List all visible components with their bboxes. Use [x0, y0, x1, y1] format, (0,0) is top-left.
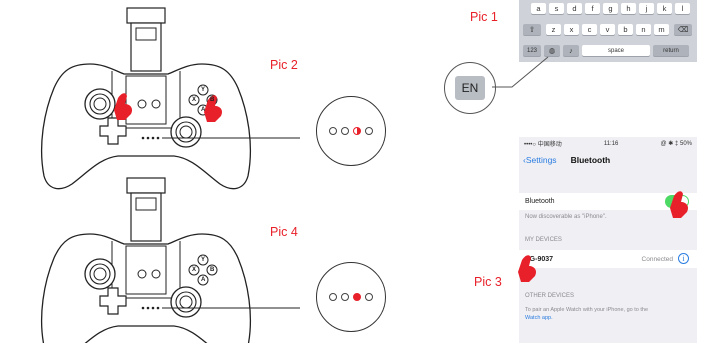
other-devices-header: OTHER DEVICES	[525, 293, 575, 299]
device-status: Connected	[641, 255, 673, 263]
pic4-label: Pic 4	[270, 225, 298, 239]
bluetooth-label: Bluetooth	[525, 198, 555, 205]
led-indicator-panel-2	[316, 262, 386, 332]
backspace-icon[interactable]: ⌫	[674, 24, 692, 35]
callout-line	[492, 56, 549, 88]
key-j[interactable]: j	[639, 3, 654, 14]
key-s[interactable]: s	[549, 3, 564, 14]
key-f[interactable]: f	[585, 3, 600, 14]
face-button-labels: Y B X A Y B X A	[192, 87, 215, 283]
key-b[interactable]: b	[618, 24, 633, 35]
space-key[interactable]: space	[582, 45, 650, 56]
keyboard-row-zxcv: ⇧ z x c v b n m ⌫	[523, 24, 692, 35]
en-key-callout: EN	[444, 62, 496, 114]
hand-pointer-icon	[670, 191, 689, 218]
led-1	[329, 293, 337, 301]
carrier-text: ••••○ 中国移动	[524, 142, 562, 148]
led-indicator-panel-1	[316, 96, 386, 166]
device-row[interactable]: PG-9037 Connected i	[519, 250, 697, 268]
led-3-blinking	[353, 127, 361, 135]
key-z[interactable]: z	[546, 24, 561, 35]
page-title: Bluetooth	[570, 155, 611, 165]
keyboard-row-bottom: 123 ◍ ♪ space return	[523, 45, 689, 56]
key-k[interactable]: k	[657, 3, 672, 14]
shift-icon[interactable]: ⇧	[523, 24, 541, 35]
key-a[interactable]: a	[531, 3, 546, 14]
key-v[interactable]: v	[600, 24, 615, 35]
time-text: 11:16	[603, 140, 619, 147]
hand-pointer-icon	[114, 93, 133, 120]
key-m[interactable]: m	[654, 24, 669, 35]
pic2-label: Pic 2	[270, 58, 298, 72]
battery-text: @ ✱ ‡ 50%	[660, 141, 692, 147]
key-x[interactable]: x	[564, 24, 579, 35]
watch-app-link[interactable]: Watch app.	[525, 315, 553, 321]
key-d[interactable]: d	[567, 3, 582, 14]
ios-keyboard: a s d f g h j k l ⇧ z x c v b n m ⌫ 123 …	[519, 0, 697, 62]
microphone-icon[interactable]: ♪	[563, 45, 579, 56]
controller-diagram	[40, 7, 300, 343]
my-devices-header: MY DEVICES	[525, 237, 562, 243]
discoverable-text: Now discoverable as "iPhone".	[525, 214, 607, 220]
numbers-key[interactable]: 123	[523, 45, 541, 56]
led-3-on	[353, 293, 361, 301]
bluetooth-toggle-row: Bluetooth	[519, 193, 697, 210]
led-2	[341, 293, 349, 301]
key-c[interactable]: c	[582, 24, 597, 35]
key-h[interactable]: h	[621, 3, 636, 14]
pic1-label: Pic 1	[470, 10, 498, 24]
led-2	[341, 127, 349, 135]
keyboard-row-asdf: a s d f g h j k l	[531, 3, 690, 14]
pic3-label: Pic 3	[474, 275, 502, 289]
key-l[interactable]: l	[675, 3, 690, 14]
nav-bar: ‹ Settings Bluetooth	[519, 151, 697, 169]
hand-pointer-icon	[518, 255, 537, 282]
device-name: PG-9037	[525, 255, 554, 263]
en-language-key[interactable]: EN	[455, 76, 485, 100]
key-g[interactable]: g	[603, 3, 618, 14]
pair-watch-text: To pair an Apple Watch with your iPhone,…	[525, 307, 649, 313]
led-4	[365, 293, 373, 301]
led-4	[365, 127, 373, 135]
info-icon[interactable]: i	[678, 253, 689, 264]
back-button[interactable]: Settings	[525, 155, 557, 165]
globe-icon[interactable]: ◍	[544, 45, 560, 56]
led-1	[329, 127, 337, 135]
return-key[interactable]: return	[653, 45, 689, 56]
hand-pointer-icon	[204, 95, 223, 122]
back-chevron-icon[interactable]: ‹	[523, 155, 526, 165]
key-n[interactable]: n	[636, 24, 651, 35]
status-bar: ••••○ 中国移动 11:16 @ ✱ ‡ 50%	[519, 137, 697, 150]
bluetooth-settings-screen: ••••○ 中国移动 11:16 @ ✱ ‡ 50% ‹ Settings Bl…	[519, 137, 697, 343]
